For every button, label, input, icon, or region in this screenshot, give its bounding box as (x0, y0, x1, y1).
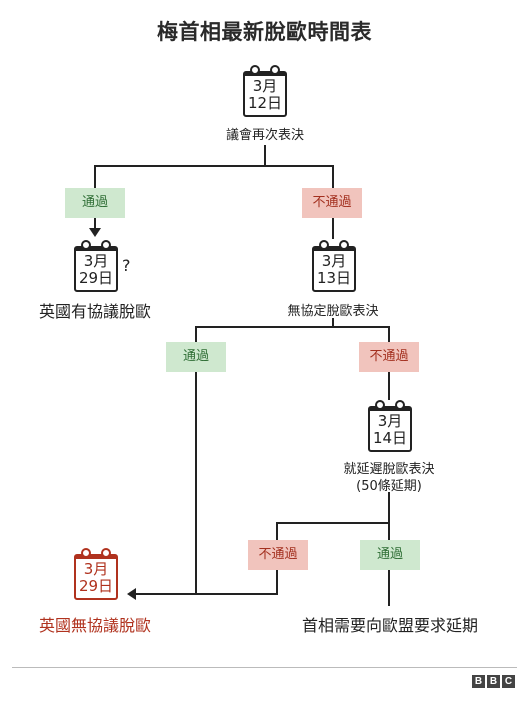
logo-letter: C (502, 675, 515, 688)
connector-line (94, 165, 96, 189)
badge-fail: 不通過 (302, 188, 362, 218)
logo-letter: B (487, 675, 500, 688)
footer-divider (12, 667, 517, 668)
connector-line (264, 145, 266, 165)
badge-fail: 不通過 (248, 540, 308, 570)
calendar-month: 3月 (83, 252, 109, 270)
connector-line (195, 326, 197, 342)
badge-fail: 不通過 (359, 342, 419, 372)
connector-line (332, 165, 334, 189)
connector-line (94, 165, 334, 167)
connector-line (195, 326, 390, 328)
question-mark: ? (122, 256, 131, 275)
node-label-delay-vote: 就延遲脫歐表決 (343, 462, 435, 477)
calendar-month: 3月 (83, 560, 109, 578)
arrow-left-icon (127, 588, 136, 600)
connector-line (276, 522, 278, 540)
badge-pass: 通過 (65, 188, 125, 218)
page-title: 梅首相最新脫歐時間表 (157, 20, 372, 44)
calendar-month: 3月 (252, 77, 278, 95)
node-label-ask-eu-extension: 首相需要向歐盟要求延期 (301, 616, 478, 635)
calendar-day: 14日 (372, 429, 408, 447)
connector-line (135, 593, 278, 595)
connector-line (388, 326, 390, 342)
connector-line (195, 372, 197, 594)
calendar-month: 3月 (377, 412, 403, 430)
connector-line (388, 524, 390, 540)
node-label-delay-vote-note: (50條延期) (356, 479, 422, 494)
node-label-vote-again: 議會再次表決 (225, 128, 304, 143)
bbc-logo: B B C (472, 675, 515, 688)
calendar-day: 29日 (78, 577, 114, 595)
connector-line (332, 217, 334, 239)
calendar-day: 29日 (78, 269, 114, 287)
arrow-down-icon (89, 228, 101, 237)
connector-line (388, 372, 390, 400)
node-label-no-deal-vote: 無協定脫歐表決 (287, 304, 379, 319)
connector-line (276, 570, 278, 594)
connector-line (94, 217, 96, 229)
logo-letter: B (472, 675, 485, 688)
connector-line (388, 570, 390, 606)
node-label-deal-brexit: 英國有協議脫歐 (38, 302, 151, 321)
badge-pass: 通過 (360, 540, 420, 570)
connector-line (332, 318, 334, 327)
node-label-no-deal-brexit: 英國無協議脫歐 (38, 616, 151, 635)
calendar-day: 12日 (247, 94, 283, 112)
calendar-month: 3月 (321, 252, 347, 270)
calendar-day: 13日 (316, 269, 352, 287)
connector-line (388, 492, 390, 524)
badge-pass: 通過 (166, 342, 226, 372)
connector-line (276, 522, 390, 524)
